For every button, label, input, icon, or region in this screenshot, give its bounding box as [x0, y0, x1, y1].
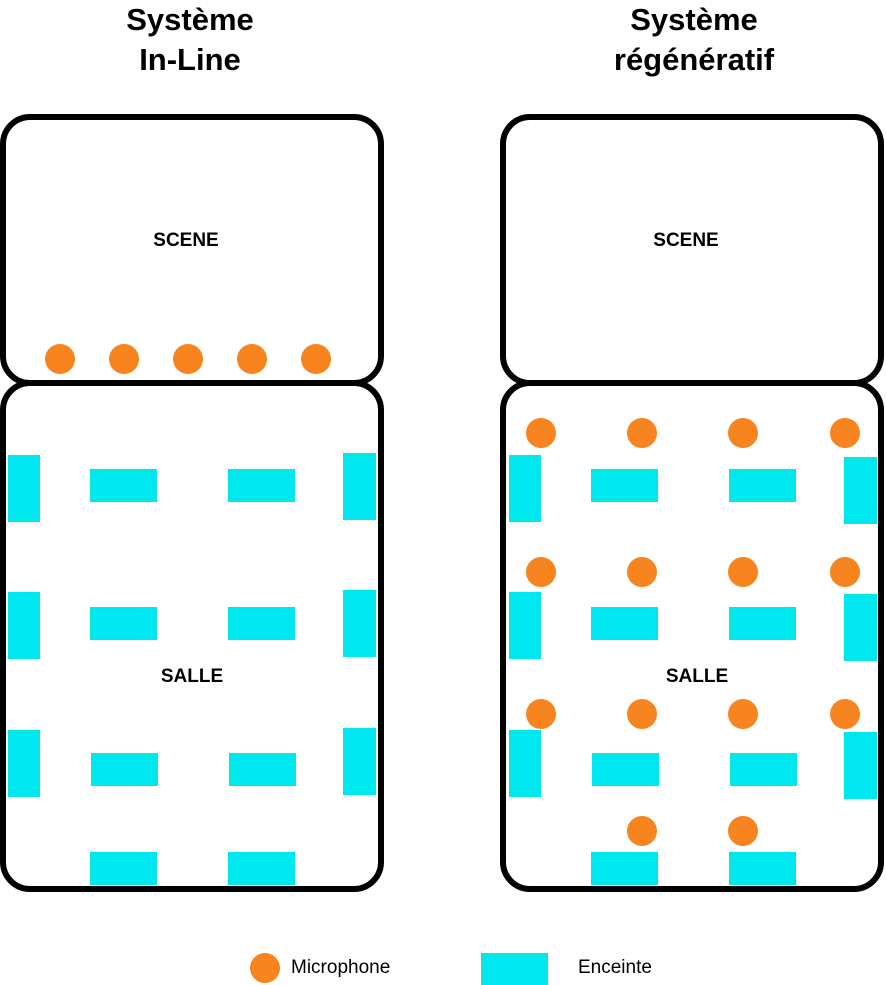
hall-mic	[728, 816, 758, 846]
hall-mic	[627, 418, 657, 448]
left-hall-box	[0, 380, 384, 892]
left-stage-mic	[237, 344, 267, 374]
right-system-title: Système régénératif	[544, 0, 844, 80]
right-hall-box	[500, 380, 884, 892]
right-wall-speaker	[343, 728, 376, 795]
hall-mic	[627, 699, 657, 729]
hall-speaker	[229, 753, 296, 786]
legend-microphone-label: Microphone	[291, 957, 391, 978]
left-stage-box	[0, 114, 384, 386]
right-title-line1: Système	[630, 2, 758, 37]
legend-speaker-label: Enceinte	[578, 957, 652, 978]
hall-speaker	[90, 469, 157, 502]
hall-mic	[526, 699, 556, 729]
left-stage-mic	[301, 344, 331, 374]
hall-speaker	[592, 753, 659, 786]
hall-mic	[728, 557, 758, 587]
hall-speaker	[90, 607, 157, 640]
right-wall-speaker	[844, 594, 877, 661]
right-stage-box	[500, 114, 884, 386]
right-hall-label: SALLE	[665, 666, 729, 687]
hall-speaker	[729, 852, 796, 885]
right-title-line2: régénératif	[613, 42, 775, 77]
legend-speaker-icon	[481, 953, 548, 985]
hall-mic	[728, 699, 758, 729]
hall-mic	[627, 557, 657, 587]
hall-mic	[830, 699, 860, 729]
left-system-title: Système In-Line	[40, 0, 340, 80]
hall-mic	[830, 557, 860, 587]
hall-speaker	[591, 852, 658, 885]
hall-speaker	[228, 469, 295, 502]
left-stage-mic	[173, 344, 203, 374]
right-wall-speaker	[343, 590, 376, 657]
right-stage-label: SCENE	[653, 230, 719, 251]
left-stage-mic	[109, 344, 139, 374]
left-title-line2: In-Line	[139, 42, 241, 77]
left-wall-speaker	[509, 730, 541, 797]
hall-mic	[728, 418, 758, 448]
left-wall-speaker	[509, 455, 541, 522]
hall-speaker	[591, 469, 658, 502]
hall-mic	[627, 816, 657, 846]
left-wall-speaker	[509, 592, 541, 659]
hall-speaker	[729, 607, 796, 640]
left-wall-speaker	[8, 730, 40, 797]
hall-mic	[830, 418, 860, 448]
left-title-line1: Système	[126, 2, 254, 37]
left-hall-label: SALLE	[160, 666, 224, 687]
left-stage-mic	[45, 344, 75, 374]
hall-speaker	[729, 469, 796, 502]
hall-speaker	[90, 852, 157, 885]
hall-mic	[526, 418, 556, 448]
left-wall-speaker	[8, 592, 40, 659]
hall-speaker	[591, 607, 658, 640]
left-wall-speaker	[8, 455, 40, 522]
right-wall-speaker	[844, 457, 877, 524]
hall-mic	[526, 557, 556, 587]
right-wall-speaker	[844, 732, 877, 799]
right-wall-speaker	[343, 453, 376, 520]
hall-speaker	[91, 753, 158, 786]
hall-speaker	[730, 753, 797, 786]
hall-speaker	[228, 607, 295, 640]
legend-microphone-icon	[250, 953, 280, 983]
left-stage-label: SCENE	[153, 230, 219, 251]
hall-speaker	[228, 852, 295, 885]
